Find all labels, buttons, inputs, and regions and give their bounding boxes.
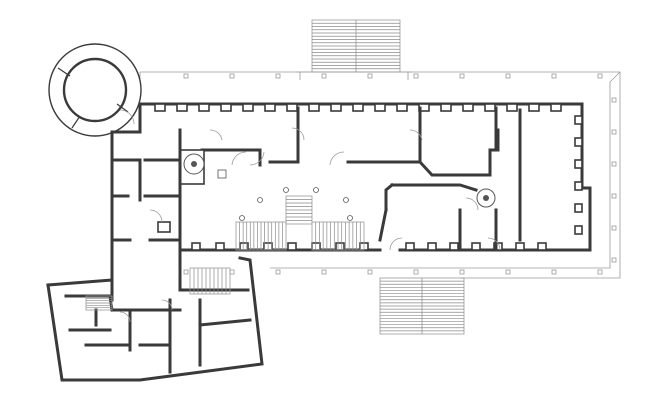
spiral-stair-left <box>179 149 205 185</box>
hall-partitions <box>200 106 522 252</box>
main-hall-walls <box>138 102 592 252</box>
south-steps <box>379 277 465 335</box>
round-tower <box>48 43 142 137</box>
west-wing-walls <box>110 102 182 292</box>
hall-columns <box>217 169 353 221</box>
southwest-annex-walls <box>46 256 264 382</box>
spiral-stair-right <box>476 188 496 208</box>
central-stairs <box>235 195 365 251</box>
north-steps <box>311 19 401 73</box>
door-swings <box>119 109 501 323</box>
terrace-markers <box>183 73 617 275</box>
annex-stairs <box>85 267 231 311</box>
